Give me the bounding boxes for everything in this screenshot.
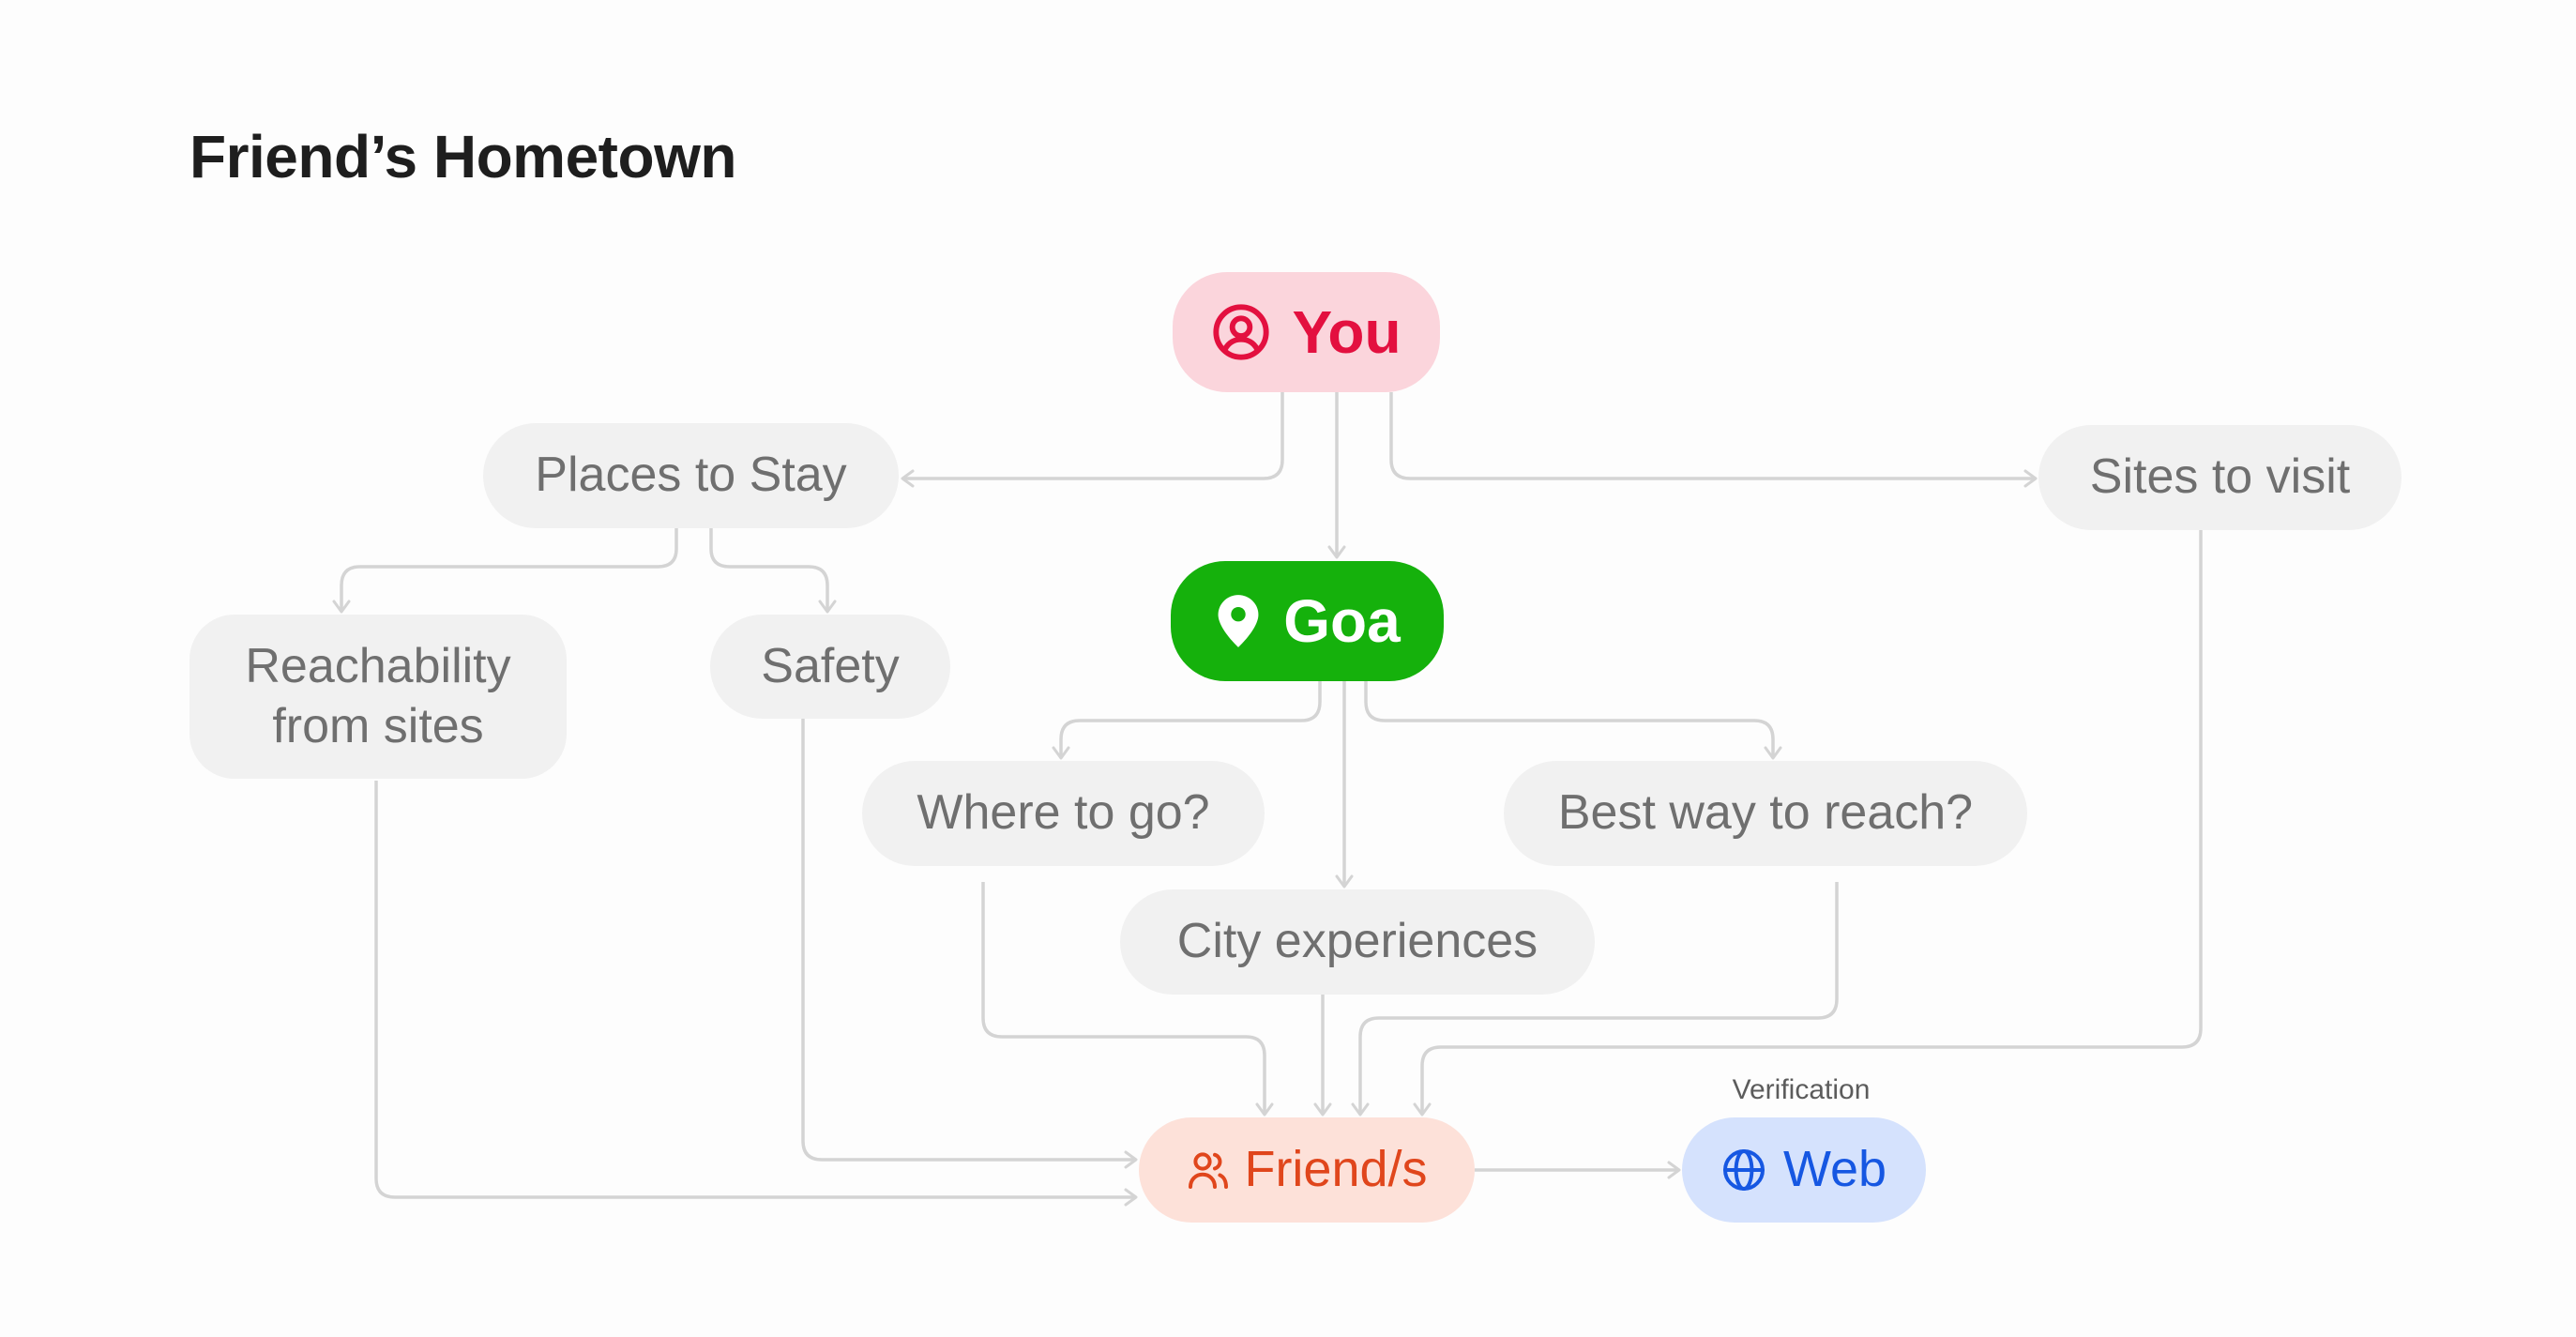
where-to-go-label: Where to go? (917, 785, 1210, 841)
edge-you-sites (1389, 392, 2038, 488)
map-pin-icon (1214, 593, 1263, 649)
friends-label: Friend/s (1244, 1141, 1428, 1198)
sites-to-visit-label: Sites to visit (2089, 449, 2351, 505)
edge-goa-where (1052, 681, 1322, 760)
best-way-to-reach-node[interactable]: Best way to reach? (1504, 761, 2027, 866)
web-label: Web (1782, 1141, 1887, 1198)
goa-node[interactable]: Goa (1171, 561, 1444, 681)
city-experiences-label: City experiences (1176, 914, 1538, 969)
diagram-title: Friend’s Hometown (189, 123, 736, 190)
city-experiences-node[interactable]: City experiences (1120, 889, 1595, 995)
edge-where-friends (981, 882, 1274, 1117)
edge-goa-best (1364, 681, 1782, 760)
sites-to-visit-node[interactable]: Sites to visit (2038, 425, 2402, 530)
places-to-stay-node[interactable]: Places to Stay (483, 423, 899, 528)
you-label: You (1292, 297, 1402, 366)
users-icon (1186, 1147, 1231, 1193)
best-way-to-reach-label: Best way to reach? (1557, 785, 1974, 841)
safety-node[interactable]: Safety (710, 615, 950, 719)
edge-places-reachability (332, 528, 678, 614)
safety-label: Safety (761, 638, 900, 693)
edge-reachability-friends (374, 781, 1138, 1207)
reachability-label-line2: from sites (272, 698, 484, 753)
edge-best-friends (1351, 882, 1839, 1117)
where-to-go-node[interactable]: Where to go? (862, 761, 1265, 866)
web-node[interactable]: Web (1682, 1117, 1926, 1223)
places-to-stay-label: Places to Stay (535, 448, 847, 503)
edge-you-places (901, 392, 1284, 488)
you-node[interactable]: You (1173, 272, 1440, 392)
edge-places-safety (709, 528, 837, 614)
globe-icon (1721, 1147, 1766, 1193)
edge-sites-friends (1413, 530, 2203, 1117)
reachability-node[interactable]: Reachability from sites (189, 615, 567, 779)
user-circle-icon (1211, 302, 1271, 362)
verification-edge-label: Verification (1732, 1074, 1871, 1105)
friends-node[interactable]: Friend/s (1139, 1117, 1475, 1223)
goa-label: Goa (1283, 586, 1401, 655)
reachability-label-line1: Reachability (245, 639, 511, 694)
edge-safety-friends (801, 719, 1138, 1169)
